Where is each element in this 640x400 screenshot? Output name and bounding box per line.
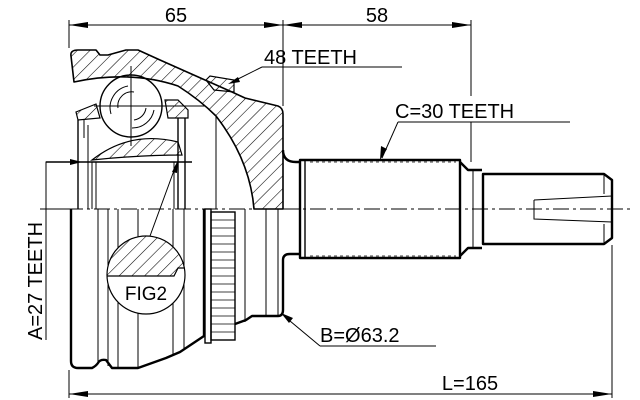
callout-c-30-teeth: C=30 TEETH xyxy=(380,101,570,160)
dim-65-label: 65 xyxy=(165,5,187,27)
abs-teeth-label: 48 TEETH xyxy=(264,47,357,69)
callout-b-diameter: B=Ø63.2 xyxy=(281,313,436,347)
dimension-58: 58 xyxy=(283,5,472,162)
dimension-65: 65 xyxy=(68,5,284,106)
dim-58-label: 58 xyxy=(366,5,388,27)
dim-overall-length-label: L=165 xyxy=(442,373,498,395)
callout-a-27-teeth: A=27 TEETH xyxy=(25,159,82,340)
dimension-overall-length: L=165 xyxy=(68,245,613,398)
housing-upper-section xyxy=(46,49,284,210)
callout-48-teeth: 48 TEETH xyxy=(228,47,402,84)
abs-tone-ring xyxy=(204,208,212,344)
housing-lower-view xyxy=(69,149,300,370)
fig2-label: FIG2 xyxy=(125,284,167,305)
outer-spline-label: C=30 TEETH xyxy=(395,101,514,123)
inner-spline-label: A=27 TEETH xyxy=(25,222,47,340)
seal-diameter-label: B=Ø63.2 xyxy=(320,325,400,347)
